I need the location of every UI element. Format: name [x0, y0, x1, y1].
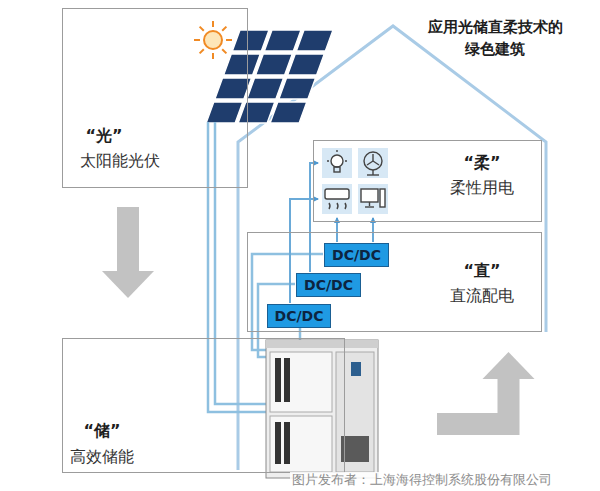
bulb-icon — [327, 150, 347, 172]
load-icons — [322, 148, 388, 214]
house-outline — [238, 26, 546, 470]
solar-cell — [224, 54, 261, 75]
concept-box: “储” 高效储能 — [62, 338, 345, 473]
solar-cell — [215, 78, 252, 99]
aircon-wave — [337, 203, 338, 209]
icon-tile — [358, 184, 388, 214]
sun-ray — [200, 49, 204, 53]
aircon-icon — [325, 189, 349, 209]
converter-box: DC/DC — [324, 243, 389, 267]
computer-tower — [380, 189, 385, 207]
fan-guard — [364, 152, 382, 170]
bulb-glass — [331, 155, 343, 167]
concept-box: “直” 直流配电 DC/DC DC/DC DC/DC — [247, 232, 542, 332]
wire — [252, 254, 323, 350]
flow-arrow — [102, 207, 154, 298]
concept-keyword: “柔” — [463, 153, 500, 173]
solar-cell — [296, 30, 333, 51]
cabinet-vent — [275, 422, 281, 464]
icon-tile — [322, 184, 352, 214]
solar-cell — [256, 54, 293, 75]
solar-cell — [288, 54, 325, 75]
fan-blade — [367, 161, 373, 165]
aircon-wave — [345, 203, 346, 209]
solar-cell — [206, 102, 243, 123]
concept-keyword: “光” — [85, 126, 122, 146]
flow-arrow — [437, 352, 535, 424]
concept-keyword: “直” — [463, 261, 500, 281]
converter-label: DC/DC — [332, 247, 381, 263]
bulb-ray — [345, 160, 347, 161]
wire — [215, 122, 266, 404]
cabinet-vent — [284, 358, 290, 402]
bulb-base — [334, 167, 340, 172]
cabinet-vent — [284, 422, 290, 464]
sun-icon — [194, 21, 232, 59]
cabinet-vent — [275, 358, 281, 402]
cabinet-door — [270, 416, 332, 472]
concept-description: 太阳能光伏 — [80, 151, 160, 171]
converter-box: DC/DC — [296, 273, 361, 297]
cabinet-grille — [341, 436, 369, 462]
cabinet-body — [266, 340, 378, 478]
wire — [310, 163, 318, 272]
solar-cell — [247, 78, 284, 99]
converter-label: DC/DC — [304, 277, 353, 293]
sun-ray — [222, 49, 226, 53]
sun-ray — [226, 39, 232, 41]
solar-cell — [270, 102, 307, 123]
arrow-head — [102, 271, 154, 298]
fan-icon — [364, 152, 382, 175]
arrow-shaft — [117, 207, 139, 272]
bulb-ray — [327, 160, 329, 161]
concept-box: “柔” 柔性用电 — [313, 140, 542, 222]
icon-tile — [322, 148, 352, 178]
aircon-wave — [329, 203, 330, 209]
diagram-title: 应用光储直柔技术的绿色建筑 — [425, 16, 565, 60]
cabinet-door — [270, 352, 332, 412]
concept-keyword: “储” — [83, 421, 120, 441]
fan-blade — [373, 161, 379, 165]
sun-ray — [200, 27, 204, 31]
cabinet-display — [351, 362, 361, 376]
arrow-head — [483, 352, 535, 379]
watermark: 图片发布者：上海海得控制系统股份有限公司 — [290, 472, 554, 488]
storage-cabinet — [266, 340, 378, 478]
solar-cell — [238, 102, 275, 123]
computer-monitor — [361, 189, 378, 202]
concept-box: “光” 太阳能光伏 — [62, 8, 248, 188]
icon-tile — [358, 148, 388, 178]
converter-box: DC/DC — [267, 304, 331, 328]
bulb-ray — [336, 150, 337, 152]
concept-description: 直流配电 — [450, 286, 514, 306]
wire — [208, 122, 266, 412]
concept-description: 高效储能 — [70, 447, 134, 467]
fan-stand — [372, 170, 373, 175]
sun-ray — [212, 53, 214, 59]
computer-icon — [361, 189, 385, 207]
cabinet-top — [266, 340, 378, 348]
cabinet-panel — [336, 352, 374, 472]
fan-stand — [367, 174, 379, 175]
concept-description: 柔性用电 — [450, 178, 514, 198]
fan-blade — [372, 154, 373, 161]
solar-panel — [206, 30, 333, 123]
pv-wires — [208, 122, 266, 412]
sun-disc — [204, 31, 222, 49]
arrow-shaft — [437, 378, 509, 424]
solar-cell — [232, 30, 269, 51]
computer-stand — [369, 202, 370, 206]
solar-cell — [264, 30, 301, 51]
sun-ray — [194, 39, 200, 41]
sun-ray — [222, 27, 226, 31]
solar-cell — [279, 78, 316, 99]
sun-ray — [212, 21, 214, 27]
aircon-body — [325, 189, 349, 199]
computer-stand — [365, 206, 374, 207]
converter-label: DC/DC — [275, 308, 324, 324]
